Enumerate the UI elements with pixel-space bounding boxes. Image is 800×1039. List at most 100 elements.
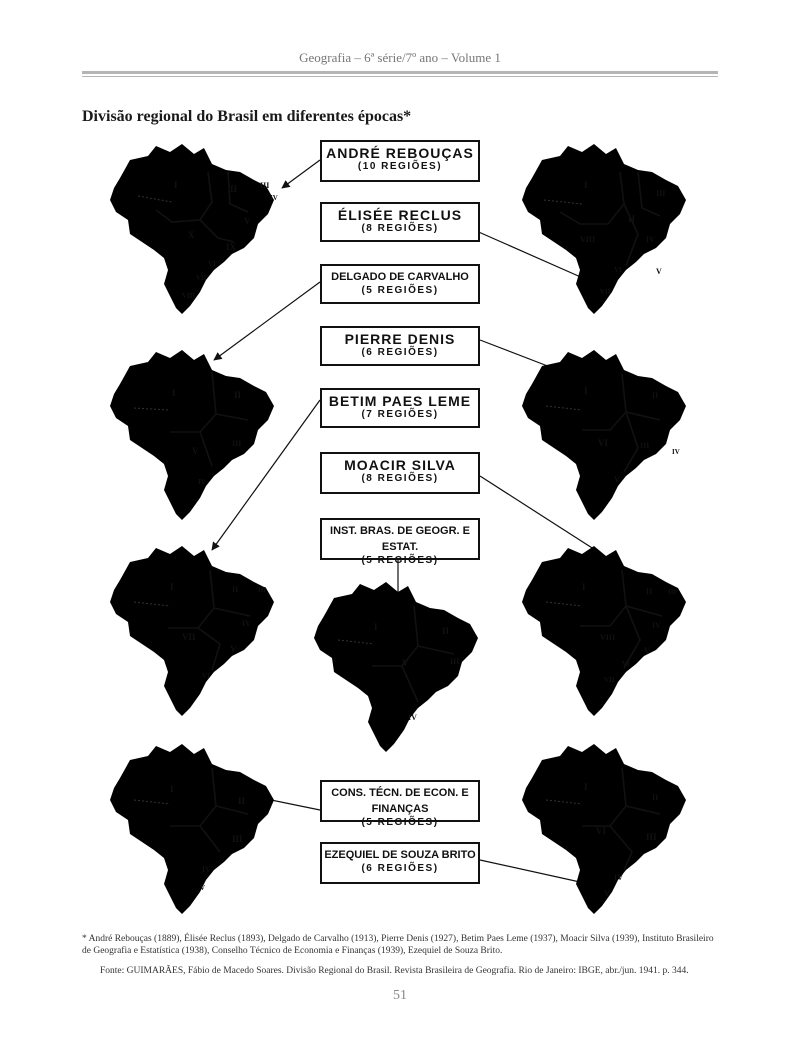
numeral: V <box>604 889 610 898</box>
numeral: VII <box>196 274 207 282</box>
numeral: IX <box>226 242 237 252</box>
numeral: VI <box>614 266 622 274</box>
numeral: II <box>442 626 450 636</box>
numeral: V <box>656 267 662 276</box>
header-rule <box>82 71 718 74</box>
numeral: II <box>628 214 636 224</box>
numeral: III <box>260 181 269 190</box>
numeral: VIII <box>600 633 615 642</box>
numeral: VIII <box>580 235 595 244</box>
numeral: V <box>200 884 205 892</box>
numeral: II <box>232 585 238 594</box>
label-reboucas: ANDRÉ REBOUÇAS (10 REGIÕES) <box>320 140 480 182</box>
numeral: VII <box>182 632 196 642</box>
label-count: (5 REGIÕES) <box>361 285 439 296</box>
label-delgado: DELGADO DE CARVALHO (5 REGIÕES) <box>320 264 480 304</box>
numeral: IV <box>646 235 655 244</box>
label-name: EZEQUIEL DE SOUZA BRITO <box>324 849 476 861</box>
numeral: V <box>402 658 409 668</box>
numeral: V <box>644 646 651 656</box>
numeral: VII <box>600 288 611 296</box>
numeral: I <box>582 582 586 592</box>
page-number: 51 <box>393 988 407 1003</box>
numeral: I <box>170 784 174 794</box>
numeral: I <box>174 180 178 190</box>
numeral: V <box>192 446 199 456</box>
numeral: VII <box>604 676 615 684</box>
running-head: Geografia – 6ª série/7º ano – Volume 1 <box>299 50 501 65</box>
numeral: III <box>640 441 649 450</box>
numeral: VI <box>202 672 210 680</box>
numeral: III <box>258 586 266 594</box>
label-count: (7 REGIÕES) <box>361 409 439 420</box>
label-denis: PIERRE DENIS (6 REGIÕES) <box>320 326 480 366</box>
label-paes-leme: BETIM PAES LEME (7 REGIÕES) <box>320 388 480 428</box>
numeral: II <box>652 391 658 400</box>
numeral: IV <box>408 713 417 722</box>
map-paes-leme: I II III IV VII V VI <box>110 546 274 716</box>
label-name: BETIM PAES LEME <box>328 393 472 409</box>
map-denis: I II VI III IV V <box>522 350 686 520</box>
numeral: X <box>188 230 195 240</box>
numeral: V <box>230 644 237 654</box>
numeral: III <box>232 439 241 448</box>
numeral: IV <box>672 448 680 456</box>
numeral: IV <box>242 619 251 628</box>
label-count: (6 REGIÕES) <box>361 347 439 358</box>
numeral: II <box>230 184 238 194</box>
numeral: I <box>584 782 588 792</box>
numeral: VI <box>598 438 608 448</box>
label-count: (8 REGIÕES) <box>361 223 439 234</box>
map-cons-tecn: I II III IV V <box>110 744 274 914</box>
numeral: I <box>584 180 588 190</box>
header-rule-thin <box>82 76 718 77</box>
map-souza-brito: I II VI III IV V <box>522 744 686 914</box>
map-reboucas: I II III IV V X IX VI VII VIII <box>110 144 278 314</box>
label-count: (10 REGIÕES) <box>357 161 443 172</box>
label-name: PIERRE DENIS <box>344 331 456 347</box>
numeral: I <box>374 622 378 632</box>
maps-svg: I II III IV V X IX VI VII VIII I III II … <box>110 144 686 914</box>
map-delgado: I II V III IV <box>110 350 274 520</box>
numeral: III <box>646 832 657 842</box>
numeral: IV <box>202 865 211 874</box>
numeral: IV <box>270 194 278 202</box>
map-ibge: I II V III IV <box>314 582 478 752</box>
numeral: VI <box>622 660 630 668</box>
label-reclus: ÉLISÉE RECLUS (8 REGIÕES) <box>320 202 480 242</box>
label-name: ANDRÉ REBOUÇAS <box>326 145 474 161</box>
label-count: (8 REGIÕES) <box>361 473 439 484</box>
label-count: (5 REGIÕES) <box>361 817 439 828</box>
label-name: INST. BRAS. DE GEOGR. E ESTAT. <box>330 525 470 553</box>
numeral: VI <box>208 260 216 268</box>
figure-title: Divisão regional do Brasil em diferentes… <box>82 108 412 125</box>
label-name: CONS. TÉCN. DE ECON. E FINANÇAS <box>331 787 469 815</box>
numeral: VI <box>596 826 606 836</box>
label-name: MOACIR SILVA <box>344 457 456 473</box>
numeral: IV <box>614 873 623 882</box>
numeral: V <box>614 475 620 484</box>
numeral: III <box>450 657 459 666</box>
numeral: III <box>668 588 676 596</box>
numeral: II <box>238 796 246 806</box>
numeral: VIII <box>182 292 196 300</box>
figure-maps: I II III IV V X IX VI VII VIII I III II … <box>0 130 800 920</box>
numeral: III <box>656 189 665 198</box>
label-moacir: MOACIR SILVA (8 REGIÕES) <box>320 452 480 494</box>
numeral: I <box>170 582 174 592</box>
numeral: I <box>584 386 588 396</box>
label-name: DELGADO DE CARVALHO <box>331 271 469 283</box>
numeral: III <box>232 834 243 844</box>
label-souza-brito: EZEQUIEL DE SOUZA BRITO (6 REGIÕES) <box>320 842 480 884</box>
footnote: * André Rebouças (1889), Élisée Reclus (… <box>82 934 714 956</box>
map-moacir: I II III VIII IV V VI VII <box>522 546 686 716</box>
label-cons-tecn: CONS. TÉCN. DE ECON. E FINANÇAS (5 REGIÕ… <box>320 780 480 828</box>
numeral: II <box>234 390 242 400</box>
numeral: V <box>244 216 251 226</box>
numeral: I <box>172 388 176 398</box>
label-ibge: INST. BRAS. DE GEOGR. E ESTAT. (5 REGIÕE… <box>320 518 480 566</box>
map-reclus: I III II VIII IV VI V VII <box>522 144 686 314</box>
numeral: II <box>652 793 658 802</box>
source-citation: Fonte: GUIMARÃES, Fábio de Macedo Soares… <box>100 966 689 976</box>
label-count: (5 REGIÕES) <box>361 555 439 566</box>
